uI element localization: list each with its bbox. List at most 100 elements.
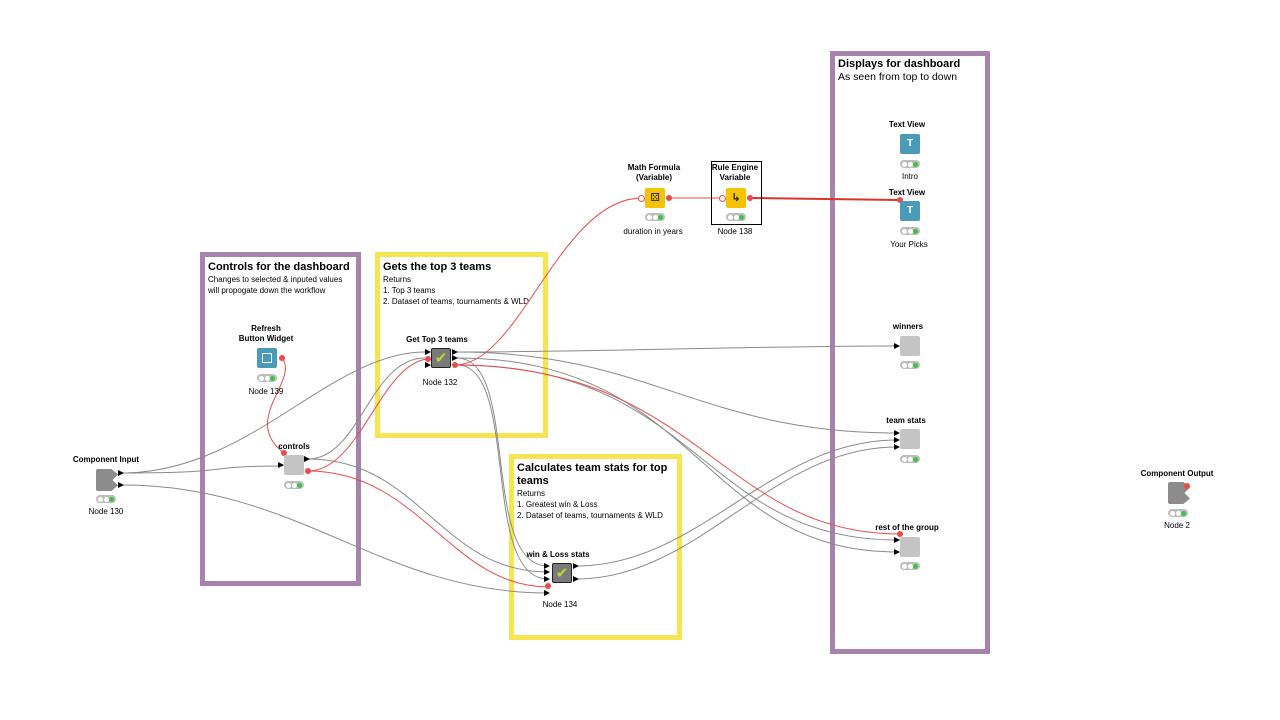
variable-input-port[interactable] xyxy=(638,195,645,202)
variable-input-port[interactable] xyxy=(897,531,903,537)
text-view-intro-title: Text View xyxy=(888,120,926,129)
node-label: Node 2 xyxy=(1164,521,1190,530)
math-formula-icon[interactable]: ⚄ xyxy=(645,188,665,208)
node-status-indicator xyxy=(96,495,116,503)
controls-title: controls xyxy=(278,442,310,451)
text-glyph-icon: T xyxy=(906,205,914,216)
output-port[interactable] xyxy=(452,355,458,361)
get-top3-title: Get Top 3 teams xyxy=(406,335,468,344)
node-label: Node 132 xyxy=(422,378,458,387)
output-port[interactable] xyxy=(573,576,579,582)
input-port[interactable] xyxy=(425,349,431,355)
text-view-picks-title: Text View xyxy=(888,188,926,197)
text-glyph-icon: T xyxy=(906,138,914,149)
node-status-indicator xyxy=(900,361,920,369)
variable-input-port[interactable] xyxy=(1184,483,1190,489)
input-port[interactable] xyxy=(425,362,431,368)
input-port[interactable] xyxy=(894,549,900,555)
variable-output-port[interactable] xyxy=(279,355,285,361)
node-status-indicator xyxy=(900,455,920,463)
win-loss-title: win & Loss stats xyxy=(526,550,590,559)
node-label: Node 139 xyxy=(248,387,284,396)
annotation-subtitle: As seen from top to down xyxy=(838,71,958,83)
node-label: Node 138 xyxy=(717,227,753,236)
node-label: Your Picks xyxy=(890,240,928,249)
team-stats-title: team stats xyxy=(886,416,926,425)
input-port[interactable] xyxy=(544,569,550,575)
rule-arrow-icon: ↳ xyxy=(731,192,741,204)
variable-input-port[interactable] xyxy=(281,450,287,456)
node-label: Node 130 xyxy=(88,507,124,516)
input-port[interactable] xyxy=(544,563,550,569)
annotation-text: will propogate down the workflow xyxy=(208,286,326,295)
component-output-title: Component Output xyxy=(1140,469,1214,478)
node-label: duration in years xyxy=(623,227,683,236)
annotation-controls: Controls for the dashboard Changes to se… xyxy=(200,252,361,586)
node-status-indicator xyxy=(645,213,665,221)
rest-of-group-title: rest of the group xyxy=(875,523,939,532)
text-view-icon[interactable]: T xyxy=(900,201,920,221)
get-top3-metanode-icon[interactable]: ✔ xyxy=(431,348,451,368)
node-status-indicator xyxy=(900,160,920,168)
input-port[interactable] xyxy=(894,537,900,543)
annotation-text: Returns xyxy=(383,275,412,284)
winners-title: winners xyxy=(892,322,924,331)
output-port[interactable] xyxy=(452,349,458,355)
annotation-text: Changes to selected & inputed values xyxy=(208,275,343,284)
input-port[interactable] xyxy=(544,576,550,582)
annotation-title: Calculates team stats for top teams xyxy=(517,462,668,487)
variable-input-port[interactable] xyxy=(545,583,551,589)
variable-input-port[interactable] xyxy=(897,197,903,203)
node-status-indicator xyxy=(726,213,746,221)
variable-output-port[interactable] xyxy=(666,195,672,201)
refresh-glyph-icon xyxy=(262,353,272,363)
rule-engine-title: Rule Engine Variable xyxy=(711,163,759,182)
dice-icon: ⚄ xyxy=(650,192,660,204)
annotation-text: 2. Dataset of teams, tournaments & WLD xyxy=(517,511,663,520)
annotation-title: Controls for the dashboard xyxy=(208,261,350,273)
input-port[interactable] xyxy=(544,590,550,596)
text-view-icon[interactable]: T xyxy=(900,134,920,154)
controls-component-icon[interactable] xyxy=(284,455,304,475)
annotation-teamstats: Calculates team stats for top teams Retu… xyxy=(509,454,682,640)
annotation-top3: Gets the top 3 teams Returns 1. Top 3 te… xyxy=(375,252,548,438)
variable-output-port[interactable] xyxy=(452,362,458,368)
check-icon: ✔ xyxy=(555,565,569,582)
node-status-indicator xyxy=(1168,509,1188,517)
annotation-text: 2. Dataset of teams, tournaments & WLD xyxy=(383,297,529,306)
annotation-text: 1. Greatest win & Loss xyxy=(517,500,598,509)
variable-output-port[interactable] xyxy=(747,195,753,201)
variable-input-port[interactable] xyxy=(719,195,726,202)
output-port[interactable] xyxy=(573,563,579,569)
output-port[interactable] xyxy=(118,482,124,488)
team-stats-component-icon[interactable] xyxy=(900,429,920,449)
variable-output-port[interactable] xyxy=(305,468,311,474)
win-loss-metanode-icon[interactable]: ✔ xyxy=(552,563,572,583)
check-icon: ✔ xyxy=(434,350,448,367)
input-port[interactable] xyxy=(894,343,900,349)
node-label: Node 134 xyxy=(542,600,578,609)
rule-engine-icon[interactable]: ↳ xyxy=(726,188,746,208)
selection-frame xyxy=(711,161,762,225)
output-port[interactable] xyxy=(118,470,124,476)
annotation-text: Returns xyxy=(517,489,546,498)
node-status-indicator xyxy=(284,481,304,489)
refresh-button-title: Refresh Button Widget xyxy=(238,324,294,343)
rest-of-group-component-icon[interactable] xyxy=(900,537,920,557)
input-port[interactable] xyxy=(278,462,284,468)
math-formula-title: Math Formula (Variable) xyxy=(627,163,681,182)
component-input-icon[interactable] xyxy=(96,469,118,491)
node-status-indicator xyxy=(900,227,920,235)
variable-input-port[interactable] xyxy=(425,356,431,362)
refresh-button-icon[interactable] xyxy=(257,348,277,368)
annotation-title: Displays for dashboard xyxy=(838,58,961,70)
node-status-indicator xyxy=(257,374,277,382)
output-port[interactable] xyxy=(304,456,310,462)
winners-component-icon[interactable] xyxy=(900,336,920,356)
input-port[interactable] xyxy=(894,430,900,436)
input-port[interactable] xyxy=(894,444,900,450)
annotation-text: 1. Top 3 teams xyxy=(383,286,436,295)
input-port[interactable] xyxy=(894,437,900,443)
component-input-title: Component Input xyxy=(72,455,140,464)
annotation-title: Gets the top 3 teams xyxy=(383,261,492,273)
